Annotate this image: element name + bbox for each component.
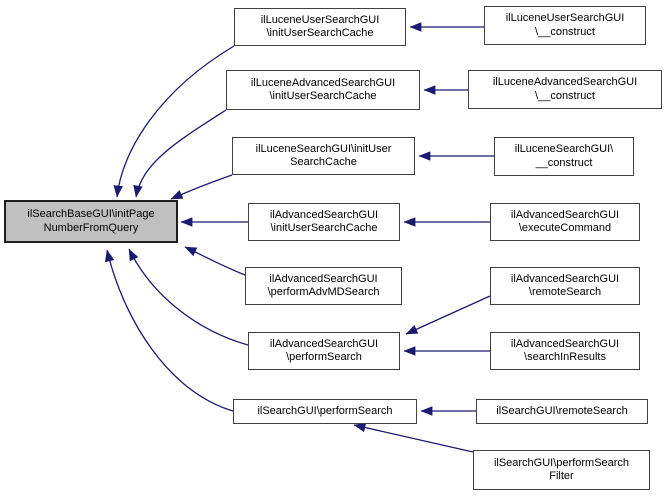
graph-node-r7[interactable]: ilSearchGUI\remoteSearch: [476, 399, 648, 424]
edge-m1-focus: [113, 45, 235, 198]
node-label-line: ilSearchBaseGUI\initPage: [27, 208, 155, 220]
node-label-line: ilSearchGUI\performSearch: [493, 456, 630, 469]
graph-node-m7[interactable]: ilSearchGUI\performSearch: [233, 399, 417, 424]
graph-node-r2[interactable]: ilLuceneAdvancedSearchGUI\__construct: [468, 70, 662, 109]
graph-node-r4[interactable]: ilAdvancedSearchGUI\executeCommand: [490, 203, 640, 241]
edge-m2-focus: [133, 109, 227, 198]
graph-node-m1[interactable]: ilLuceneUserSearchGUI\initUserSearchCach…: [234, 8, 406, 46]
node-label-line: ilLuceneUserSearchGUI: [260, 13, 380, 26]
node-label-line: ilAdvancedSearchGUI: [269, 208, 379, 221]
node-label-line: ilAdvancedSearchGUI: [510, 337, 620, 350]
edge-m7-focus: [104, 249, 234, 412]
node-label-line: Filter: [549, 470, 574, 482]
graph-node-r6[interactable]: ilAdvancedSearchGUI\searchInResults: [490, 332, 640, 370]
graph-node-m4[interactable]: ilAdvancedSearchGUI\initUserSearchCache: [248, 203, 400, 241]
node-label-line: \remoteSearch: [528, 286, 602, 298]
edge-m3-focus: [170, 174, 233, 200]
node-label-line: ilLuceneAdvancedSearchGUI: [250, 76, 396, 89]
node-label-line: \searchInResults: [524, 351, 606, 363]
node-label-line: ilLuceneUserSearchGUI: [505, 12, 625, 24]
graph-node-r3[interactable]: ilLuceneSearchGUI\__construct: [494, 137, 634, 176]
node-label-line: SearchCache: [290, 156, 357, 168]
node-label-line: \initUserSearchCache: [266, 27, 374, 39]
node-label-line: ilLuceneSearchGUI\initUser: [255, 142, 392, 155]
node-label-line: \__construct: [535, 25, 595, 38]
node-label-line: ilSearchGUI\performSearch: [257, 404, 393, 417]
node-label-line: ilAdvancedSearchGUI: [510, 272, 620, 285]
node-label-line: \performAdvMDSearch: [267, 286, 380, 298]
graph-node-m2[interactable]: ilLuceneAdvancedSearchGUI\initUserSearch…: [226, 70, 420, 110]
node-label-line: NumberFromQuery: [43, 221, 139, 234]
edge-r5-m6: [405, 295, 491, 335]
graph-node-m5[interactable]: ilAdvancedSearchGUI\performAdvMDSearch: [245, 267, 402, 305]
node-label-line: \initUserSearchCache: [270, 222, 378, 234]
edge-r8-m7: [353, 422, 474, 453]
node-label-line: ilAdvancedSearchGUI: [510, 208, 620, 221]
graph-node-m6[interactable]: ilAdvancedSearchGUI\performSearch: [248, 332, 400, 370]
graph-node-r1[interactable]: ilLuceneUserSearchGUI\__construct: [484, 6, 646, 45]
edge-m6-focus: [128, 248, 249, 346]
graph-node-r5[interactable]: ilAdvancedSearchGUI\remoteSearch: [490, 267, 640, 305]
node-label-line: ilLuceneSearchGUI\: [514, 143, 614, 155]
node-label-line: ilSearchGUI\remoteSearch: [496, 404, 628, 417]
node-label-line: ilLuceneAdvancedSearchGUI: [492, 76, 638, 88]
node-label-line: __construct: [535, 156, 593, 169]
node-label-line: \initUserSearchCache: [269, 90, 377, 102]
edge-m5-focus: [184, 246, 246, 276]
node-label-line: ilAdvancedSearchGUI: [269, 272, 378, 285]
node-label-line: \__construct: [535, 89, 595, 102]
node-label-line: \performSearch: [286, 351, 362, 363]
node-label-line: ilAdvancedSearchGUI: [269, 337, 379, 350]
node-label-line: \executeCommand: [518, 222, 612, 234]
